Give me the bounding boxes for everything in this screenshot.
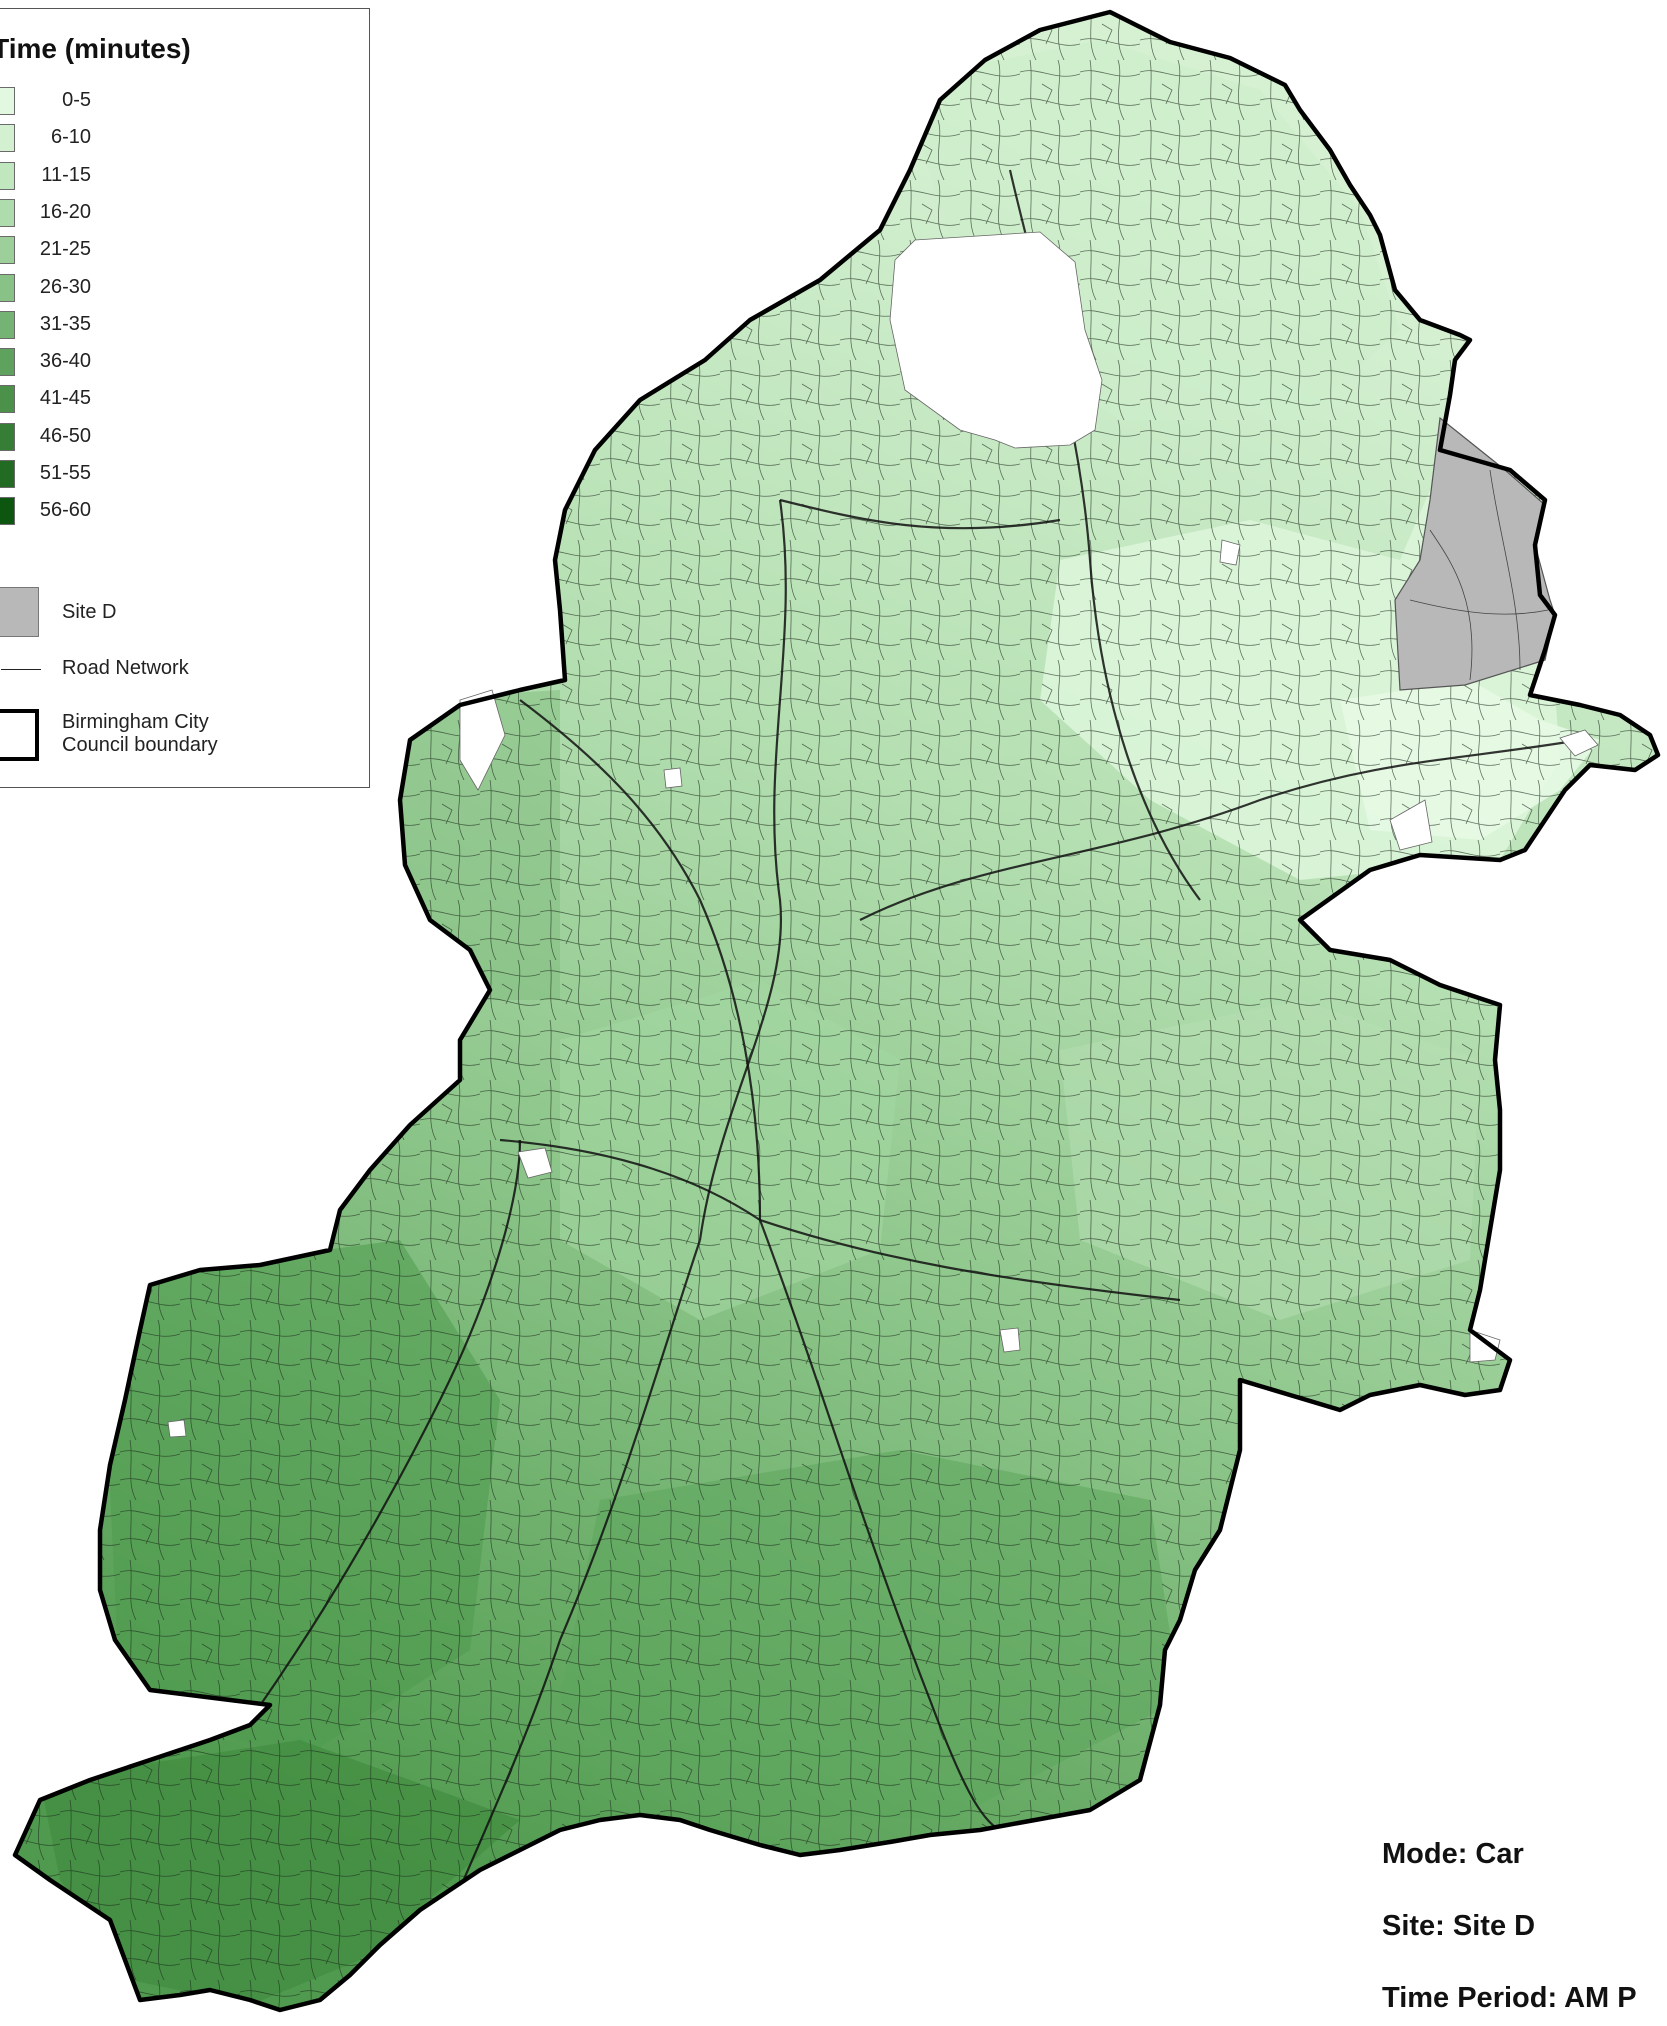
legend-class-label: 36-40 [39, 350, 91, 373]
legend-swatch [0, 236, 15, 265]
legend-class-row: 6-10 [0, 124, 261, 154]
boundary-label-line1: Birmingham City [62, 711, 209, 733]
legend-class-row: 56-60 [0, 497, 261, 527]
legend-class-label: 31-35 [39, 312, 91, 335]
legend-road-row: Road Network [0, 657, 341, 681]
legend-class-row: 36-40 [0, 348, 261, 378]
legend-class-label: 41-45 [39, 387, 91, 410]
site-info-label: Site: Site D [1382, 1910, 1536, 1942]
legend-swatch [0, 124, 15, 153]
mode-label: Mode: Car [1382, 1838, 1524, 1870]
legend-class-label: 11-15 [41, 163, 91, 186]
site-label: Site D [62, 601, 117, 623]
legend-class-row: 51-55 [0, 460, 261, 490]
legend-swatch [0, 460, 15, 488]
legend-class-row: 21-25 [0, 236, 261, 266]
legend-class-row: 46-50 [0, 422, 261, 453]
boundary-symbol [0, 709, 39, 761]
time-period-label: Time Period: AM P [1382, 1982, 1637, 2014]
road-line-symbol [1, 669, 41, 670]
legend-class-row: 11-15 [0, 161, 261, 192]
legend-swatch [0, 87, 15, 115]
legend-class-label: 0-5 [62, 89, 91, 111]
legend-class-label: 21-25 [39, 238, 91, 261]
legend-swatch [0, 198, 15, 227]
excluded-areas [167, 231, 1599, 1438]
legend-class-label: 56-60 [39, 499, 91, 522]
legend-class-row: 41-45 [0, 385, 261, 415]
map-legend: el Time (minutes) 0-5 6-10 11-15 16-20 21-25… [0, 8, 370, 788]
legend-class-label: 16-20 [39, 200, 91, 223]
legend-swatch [0, 161, 15, 190]
legend-class-row: 0-5 [0, 87, 261, 117]
legend-swatch [0, 385, 15, 414]
legend-swatch [0, 348, 15, 377]
legend-class-row: 31-35 [0, 310, 261, 341]
legend-class-label: 26-30 [39, 275, 91, 298]
legend-swatch [0, 497, 15, 526]
legend-swatch [0, 273, 15, 302]
road-label: Road Network [62, 657, 189, 679]
site-swatch [0, 587, 39, 637]
legend-class-label: 46-50 [39, 424, 91, 447]
legend-swatch [0, 422, 15, 451]
legend-class-label: 51-55 [39, 462, 91, 484]
legend-boundary-row: Birmingham City Council boundary [0, 707, 341, 763]
legend-class-label: 6-10 [50, 126, 91, 149]
boundary-label-line2: Council boundary [62, 734, 218, 756]
site-d-roads [1409, 469, 1549, 681]
legend-swatch [0, 310, 15, 339]
legend-class-row: 16-20 [0, 198, 261, 229]
legend-site-row: Site D [0, 587, 341, 637]
legend-class-row: 26-30 [0, 273, 261, 304]
legend-title: el Time (minutes) [0, 33, 191, 64]
